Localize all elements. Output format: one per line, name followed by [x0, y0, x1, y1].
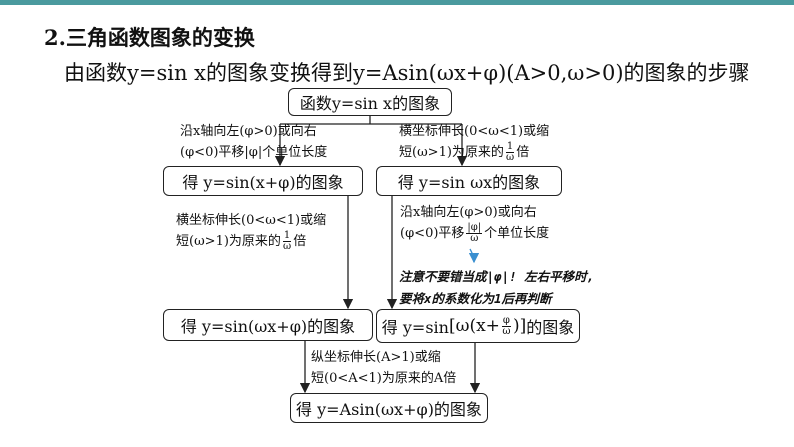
final-box-text: 得 y=Asin(ωx+φ)的图象	[296, 400, 482, 419]
start-box: 函数y=sin x的图象	[288, 88, 452, 116]
right-shift-line2-b: 个单位长度	[484, 226, 550, 241]
left-mid-box-text: 得 y=sin(x+φ)的图象	[182, 173, 344, 192]
left-low-box-text: 得 y=sin(ωx+φ)的图象	[180, 317, 356, 336]
vertical-scale-label: 纵坐标伸长(A>1)或缩 短(0<A<1)为原来的A倍	[311, 347, 456, 389]
section-title: 三角函数图象的变换	[65, 25, 255, 50]
right-scale-line2-a: 短(ω>1)为原来的	[399, 145, 504, 160]
section-heading: 2.三角函数图象的变换	[44, 22, 255, 52]
left-mid-box: 得 y=sin(x+φ)的图象	[163, 166, 363, 196]
left-scale-line2-b: 倍	[293, 234, 307, 249]
section-dot: .	[58, 25, 66, 50]
left-shift-label: 沿x轴向左(φ>0)或向右 (φ<0)平移|φ|个单位长度	[180, 121, 327, 163]
left-shift-line1: 沿x轴向左(φ>0)或向右	[180, 124, 317, 139]
final-box: 得 y=Asin(ωx+φ)的图象	[290, 393, 488, 423]
right-shift-line2-a: (φ<0)平移	[400, 226, 465, 241]
top-accent-bar	[0, 0, 794, 5]
left-low-box: 得 y=sin(ωx+φ)的图象	[163, 309, 373, 341]
right-scale-line2-b: 倍	[516, 145, 530, 160]
right-mid-box-text: 得 y=sin ωx的图象	[397, 173, 541, 192]
right-mid-box: 得 y=sin ωx的图象	[376, 166, 562, 196]
handwritten-note-line2: 要将x的系数化为1后再判断	[399, 291, 552, 306]
left-scale-line2-a: 短(ω>1)为原来的	[176, 234, 281, 249]
right-low-box-prefix: 得 y=sin	[381, 318, 449, 337]
left-shift-line2: (φ<0)平移|φ|个单位长度	[180, 145, 328, 160]
start-box-text: 函数y=sin x的图象	[299, 94, 441, 113]
right-scale-line1: 横坐标伸长(0<ω<1)或缩	[399, 124, 550, 139]
section-number: 2	[44, 25, 59, 50]
left-scale-line1: 横坐标伸长(0<ω<1)或缩	[176, 213, 327, 228]
phi-over-omega-fraction: |φ|ω	[466, 222, 483, 244]
vertical-scale-line2: 短(0<A<1)为原来的A倍	[311, 371, 457, 386]
right-shift-line1: 沿x轴向左(φ>0)或向右	[400, 205, 537, 220]
vertical-scale-line1: 纵坐标伸长(A>1)或缩	[311, 350, 441, 365]
right-low-box-suffix: 的图象	[526, 318, 575, 337]
handwritten-note-line1: 注意不要错当成|φ|! 左右平移时,	[399, 269, 595, 284]
intro-sentence: 由函数y=sin x的图象变换得到y=Asin(ωx+φ)(A>0,ω>0)的图…	[64, 61, 750, 85]
